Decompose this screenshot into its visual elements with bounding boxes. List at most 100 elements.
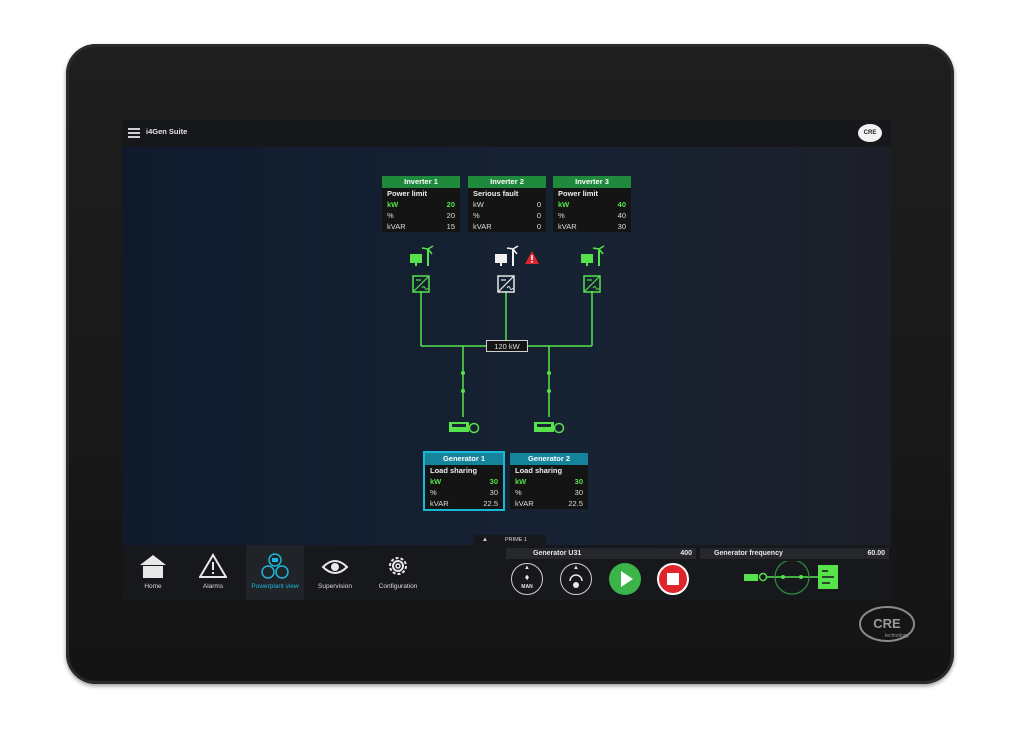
generator-voltage-label: Generator U31 — [533, 550, 582, 557]
kvar-label: kVAR — [387, 222, 406, 231]
top-bar: i4Gen Suite CRE — [122, 120, 891, 147]
inverter-card-title: Inverter 2 — [468, 176, 546, 188]
flame-icon: ♦ — [524, 572, 530, 582]
chevron-up-icon: ▲ — [573, 565, 579, 571]
kw-label: kW — [430, 477, 442, 486]
kvar-value: 22.5 — [568, 499, 583, 508]
inverter-card-title: Inverter 3 — [553, 176, 631, 188]
genset-icon — [534, 422, 565, 434]
generator-status: Load sharing — [430, 466, 478, 475]
percent-value: 30 — [489, 488, 498, 497]
generator-frequency-value: 60.00 — [867, 550, 885, 557]
inverter-card-title: Inverter 1 — [382, 176, 460, 188]
genset-icon — [449, 422, 480, 434]
warning-icon — [199, 553, 227, 578]
kw-value: 0 — [536, 200, 541, 209]
kw-label: kW — [558, 200, 570, 209]
kvar-value: 0 — [536, 222, 541, 231]
kvar-value: 30 — [617, 222, 626, 231]
generator-frequency-label: Generator frequency — [714, 550, 783, 557]
svg-text:technology: technology — [885, 633, 910, 639]
nav-home-label: Home — [144, 583, 162, 590]
percent-label: % — [558, 211, 565, 220]
generator-card-1[interactable]: Generator 1 Load sharing kW 30 % 30 kVAR 22… — [423, 451, 505, 511]
hamburger-menu-icon[interactable] — [128, 128, 140, 138]
nav-supervision[interactable]: Supervision — [307, 545, 363, 600]
generator-card-title: Generator 1 — [425, 453, 503, 465]
percent-label: % — [473, 211, 480, 220]
percent-label: % — [430, 488, 437, 497]
kvar-value: 22.5 — [483, 499, 498, 508]
generator-card-2[interactable]: Generator 2 Load sharing kW 30 % 30 kVAR 22… — [510, 453, 588, 509]
powerplant-diagram: 120 kW Inverter 1 Power limit kW 20 % 20 k… — [122, 147, 891, 545]
nav-configuration[interactable]: Configuration — [370, 545, 426, 600]
auto-mode-icon — [569, 574, 583, 588]
solar-wind-icon — [581, 245, 605, 266]
bottom-bar: ▲ PRIME 1 Home Alarms Powerplant vi — [122, 535, 891, 600]
chevron-up-icon: ▲ — [524, 565, 530, 571]
kw-label: kW — [473, 200, 484, 209]
percent-label: % — [515, 488, 522, 497]
percent-value: 40 — [617, 211, 626, 220]
solar-wind-icon — [495, 245, 519, 266]
percent-value: 30 — [574, 488, 583, 497]
mode-tab[interactable]: ▲ PRIME 1 — [474, 535, 546, 545]
kw-value: 40 — [617, 200, 626, 209]
inverter-symbol-icon — [583, 275, 601, 293]
app-title: i4Gen Suite — [146, 127, 188, 136]
nav-alarms-label: Alarms — [202, 583, 224, 590]
stop-button[interactable] — [657, 563, 689, 595]
generator-frequency-strip: Generator frequency 60.00 — [700, 548, 889, 559]
inverter-symbol-icon — [412, 275, 430, 293]
nav-supervision-label: Supervision — [318, 583, 352, 590]
start-button[interactable] — [609, 563, 641, 595]
generator-voltage-strip: Generator U31 400 — [506, 548, 696, 559]
generator-breaker-status-diagram — [744, 561, 838, 595]
mode-tab-label: PRIME 1 — [504, 537, 527, 543]
kw-value: 30 — [489, 477, 498, 486]
nav-configuration-label: Configuration — [378, 583, 418, 590]
inverter-status: Serious fault — [473, 189, 519, 198]
solar-wind-icon — [410, 245, 434, 266]
kvar-label: kVAR — [430, 499, 449, 508]
kvar-label: kVAR — [515, 499, 534, 508]
fault-warning-icon — [525, 251, 539, 264]
nav-powerplant-view[interactable]: Powerplant view — [246, 545, 304, 600]
kvar-label: kVAR — [558, 222, 577, 231]
nav-powerplant-label: Powerplant view — [251, 583, 299, 590]
device-logo: CRE technology — [857, 604, 917, 646]
screen: i4Gen Suite CRE 120 kW — [122, 120, 891, 600]
manual-mode-button[interactable]: ▲ ♦ MAN — [511, 563, 543, 595]
generator-card-title: Generator 2 — [510, 453, 588, 465]
bus-wiring — [420, 291, 593, 417]
generator-status: Load sharing — [515, 466, 563, 475]
auto-mode-button[interactable]: ▲ — [560, 563, 592, 595]
nav-alarms[interactable]: Alarms — [185, 545, 241, 600]
kw-value: 30 — [574, 477, 583, 486]
percent-value: 20 — [446, 211, 455, 220]
man-label: MAN — [521, 584, 533, 590]
brand-logo: CRE — [858, 124, 882, 142]
svg-text:CRE: CRE — [873, 616, 901, 631]
inverter-symbol-icon — [497, 275, 515, 293]
stop-icon — [667, 573, 679, 585]
inverter-card-1[interactable]: Inverter 1 Power limit kW 20 % 20 kVAR 15 — [382, 176, 460, 232]
kw-value: 20 — [446, 200, 455, 209]
bus-power-box: 120 kW — [486, 340, 528, 352]
home-icon — [140, 555, 166, 578]
kvar-label: kVAR — [473, 222, 492, 231]
kvar-value: 15 — [446, 222, 455, 231]
inverter-status: Power limit — [558, 189, 599, 198]
inverter-status: Power limit — [387, 189, 428, 198]
inverter-card-3[interactable]: Inverter 3 Power limit kW 40 % 40 kVAR 30 — [553, 176, 631, 232]
play-icon — [621, 571, 633, 587]
powerplant-icon — [261, 553, 289, 579]
kw-label: kW — [515, 477, 527, 486]
eye-icon — [321, 560, 349, 574]
kw-label: kW — [387, 200, 399, 209]
nav-home[interactable]: Home — [125, 545, 181, 600]
generator-voltage-value: 400 — [680, 550, 692, 557]
chevron-up-icon: ▲ — [482, 537, 488, 543]
percent-label: % — [387, 211, 394, 220]
